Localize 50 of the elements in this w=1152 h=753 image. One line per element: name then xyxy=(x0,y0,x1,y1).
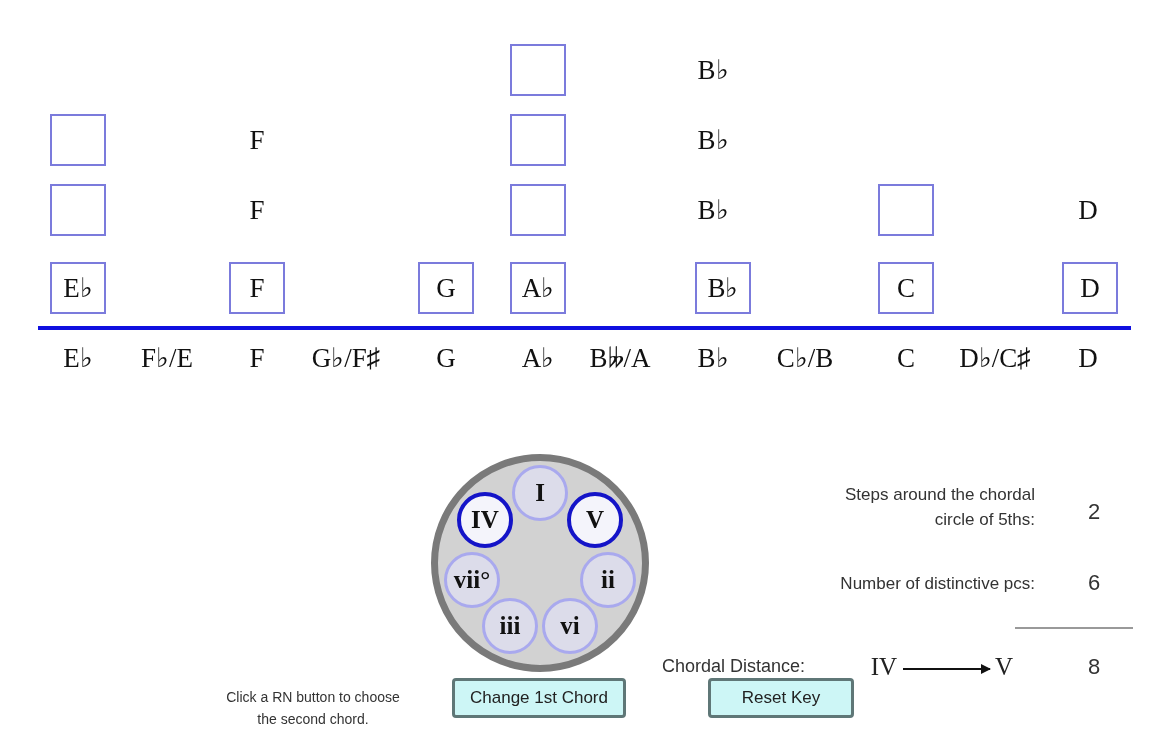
chord-symbol: IV xyxy=(867,652,901,682)
pitch-class-label: G♭/F♯ xyxy=(311,342,381,374)
pitch-class-label: C xyxy=(897,342,915,374)
roman-numeral-button: I xyxy=(512,465,568,521)
note-box: A♭ xyxy=(510,262,566,314)
pitch-class-label: B𝄫/A xyxy=(589,342,651,374)
pitch-class-label: D xyxy=(1078,342,1098,374)
roman-numeral-button: vi xyxy=(542,598,598,654)
note-name: B♭ xyxy=(697,124,729,156)
roman-numeral-button: V xyxy=(567,492,623,548)
note-box xyxy=(878,184,934,236)
roman-numeral-button: vii° xyxy=(444,552,500,608)
note-box xyxy=(50,114,106,166)
stat-value: 6 xyxy=(1088,570,1101,596)
note-box: C xyxy=(878,262,934,314)
note-name: D xyxy=(1078,194,1098,226)
note-name: B♭ xyxy=(697,54,729,86)
note-box: G xyxy=(418,262,474,314)
arrow xyxy=(902,664,991,674)
pitch-class-label: A♭ xyxy=(521,342,555,374)
roman-numeral-button: ii xyxy=(580,552,636,608)
note-name: F xyxy=(249,194,265,226)
note-box: E♭ xyxy=(50,262,106,314)
pitch-class-label: B♭ xyxy=(697,342,729,374)
change-chord-button: Change 1st Chord xyxy=(452,678,626,718)
pitch-class-label: D♭/C♯ xyxy=(959,342,1031,374)
note-box: B♭ xyxy=(695,262,751,314)
note-box: F xyxy=(229,262,285,314)
pitch-class-label: C♭/B xyxy=(776,342,834,374)
reset-key-button: Reset Key xyxy=(708,678,854,718)
stat-value: 2 xyxy=(1088,499,1101,525)
note-name: B♭ xyxy=(697,194,729,226)
note-box: D xyxy=(1062,262,1118,314)
chord-symbol: V xyxy=(992,652,1016,682)
pitch-class-label: E♭ xyxy=(63,342,93,374)
note-box xyxy=(510,44,566,96)
note-box xyxy=(510,184,566,236)
stat-value: 8 xyxy=(1088,654,1101,680)
pitch-class-label: F xyxy=(249,342,265,374)
note-name: F xyxy=(249,124,265,156)
stat-label: Steps around the chordal circle of 5ths: xyxy=(844,484,1035,531)
roman-numeral-button: iii xyxy=(482,598,538,654)
note-box xyxy=(510,114,566,166)
pitch-class-label: G xyxy=(436,342,456,374)
stat-label: Chordal Distance: xyxy=(662,656,806,677)
note-box xyxy=(50,184,106,236)
pitch-class-label: F♭/E xyxy=(141,342,193,374)
roman-numeral-button: IV xyxy=(457,492,513,548)
instruction-text: Click a RN button to choose the second chord. xyxy=(225,688,401,729)
stat-label: Number of distinctive pcs: xyxy=(840,574,1035,594)
